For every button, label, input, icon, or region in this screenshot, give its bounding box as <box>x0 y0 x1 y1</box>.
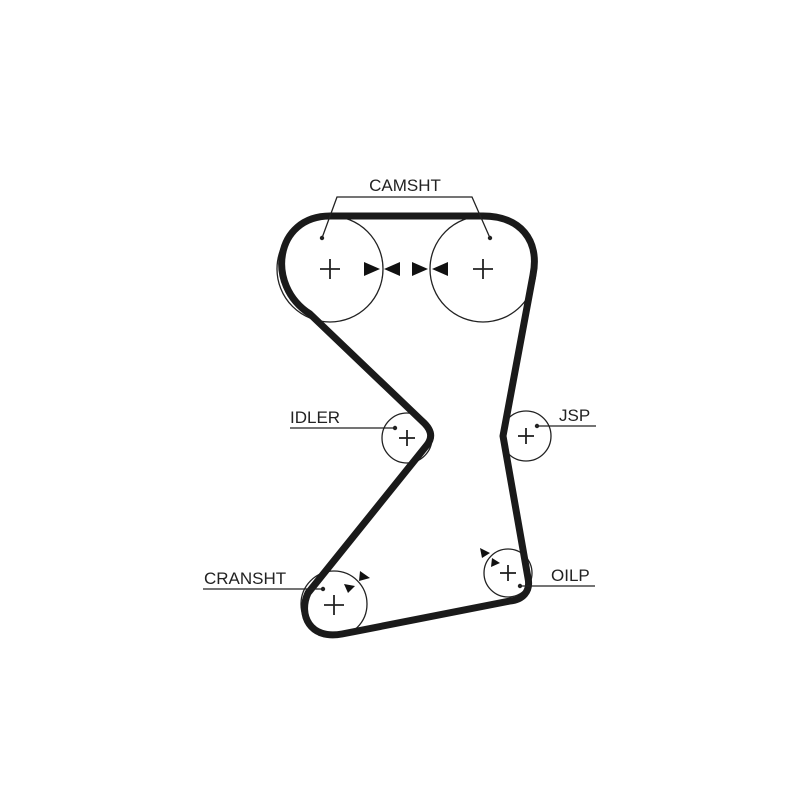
idler-center-cross <box>399 430 415 446</box>
crankshaft-label: CRANSHT <box>204 569 286 588</box>
oil-pump-timing-marks-icon <box>480 548 500 567</box>
idler-leader <box>290 425 398 431</box>
camshaft-timing-marks-icon <box>364 262 448 276</box>
camshaft-left-center-cross <box>320 259 340 279</box>
jsp-leader <box>534 423 596 429</box>
crankshaft-leader <box>203 586 326 592</box>
idler-label: IDLER <box>290 408 340 427</box>
oil-pump-center-cross <box>500 565 516 581</box>
timing-belt <box>278 212 538 639</box>
jsp-center-cross <box>518 428 534 444</box>
crankshaft-center-cross <box>324 595 344 615</box>
camshaft-label: CAMSHT <box>369 176 441 195</box>
crankshaft-timing-marks-icon <box>344 571 370 593</box>
jsp-label: JSP <box>559 406 590 425</box>
oil-pump-label: OILP <box>551 566 590 585</box>
camshaft-leader <box>319 196 493 241</box>
oil-pump-leader <box>517 583 595 589</box>
camshaft-right-center-cross <box>473 259 493 279</box>
